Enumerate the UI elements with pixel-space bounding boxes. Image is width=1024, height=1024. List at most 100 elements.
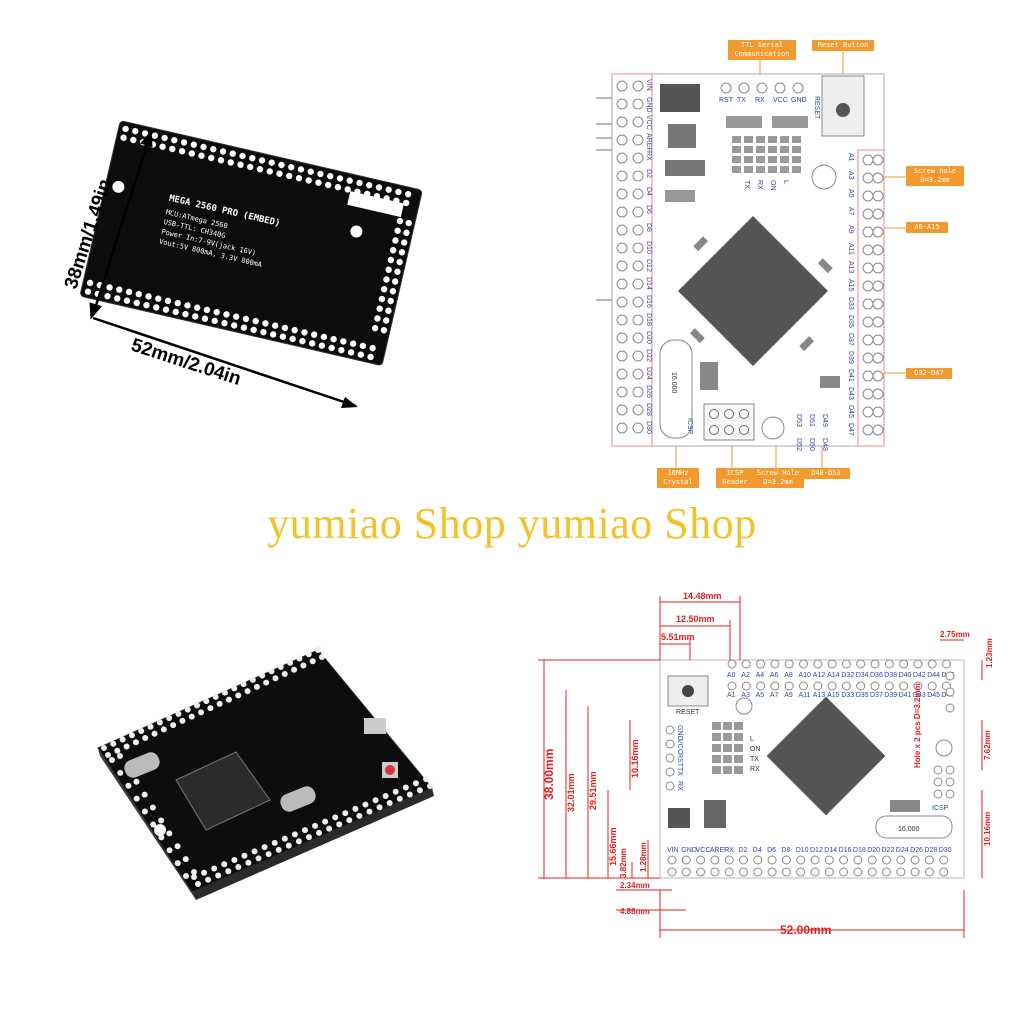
- dim-pin-label: D6: [767, 847, 776, 854]
- pin-label-right: A5: [847, 189, 854, 198]
- svg-text:ON: ON: [769, 180, 776, 191]
- pin-label-left: D14: [645, 277, 652, 290]
- dim-pin-label: D26: [910, 847, 923, 854]
- dim-side-label: VCC: [676, 739, 683, 754]
- pin-hole: [616, 314, 628, 326]
- pin-label-left: D28: [645, 403, 652, 416]
- pin-label-left: D24: [645, 367, 652, 380]
- pin-label-left: D22: [645, 349, 652, 362]
- dim-pin-label: VIN: [667, 847, 679, 854]
- dim-side-label: TX: [676, 767, 683, 776]
- pin-label-left: D10: [645, 241, 652, 254]
- dim-crystal: [875, 815, 953, 839]
- dim-pin-label: A8: [784, 672, 793, 679]
- pin-hole: [632, 206, 644, 218]
- header-pin: [792, 82, 804, 94]
- svg-text:D48: D48: [821, 438, 828, 451]
- dim-pin-label: D10: [796, 847, 809, 854]
- pin-hole: [632, 260, 644, 272]
- crystal: [659, 339, 693, 439]
- pin-hole: [632, 116, 644, 128]
- dim-pin-label: A2: [741, 672, 750, 679]
- pin-label-left: RX: [645, 151, 652, 161]
- pin-label-right: D47: [847, 423, 854, 436]
- dim-pin-label: D2: [739, 847, 748, 854]
- pin-label-right: D33: [847, 297, 854, 310]
- dim-pin-label: D44: [927, 672, 940, 679]
- dim-pin-label: A12: [813, 672, 826, 679]
- width-dim-line: [92, 316, 357, 408]
- dim-pin-label: GND: [681, 847, 697, 854]
- header-pin-label: TX: [737, 97, 746, 104]
- dim-pin-label: D41: [899, 692, 912, 699]
- pin-hole: [616, 350, 628, 362]
- callout-reset: Reset Button: [812, 40, 874, 51]
- dim-mcu: [766, 696, 886, 816]
- pin-hole: [616, 242, 628, 254]
- dim-pin-label: D22: [882, 847, 895, 854]
- pin-label-right: A1: [847, 153, 854, 162]
- pin-label-right: D37: [847, 333, 854, 346]
- dim-pin-label: A11: [799, 692, 811, 699]
- pin-hole: [632, 386, 644, 398]
- svg-text:10.16mm: 10.16mm: [983, 812, 992, 846]
- dim-pin-label: D30: [939, 847, 952, 854]
- svg-text:3.82mm: 3.82mm: [619, 848, 628, 878]
- dim-pin-label: D39: [884, 692, 897, 699]
- pin-label-left: D18: [645, 313, 652, 326]
- pin-hole: [632, 242, 644, 254]
- svg-text:D51: D51: [808, 414, 815, 427]
- pin-hole: [616, 296, 628, 308]
- dim-pin-label: D18: [853, 847, 866, 854]
- pin-hole: [616, 224, 628, 236]
- pin-label-left: D20: [645, 331, 652, 344]
- svg-text:1.23mm: 1.23mm: [985, 638, 994, 668]
- pin-hole: [632, 134, 644, 146]
- svg-text:ON: ON: [750, 746, 761, 753]
- svg-text:4.88mm: 4.88mm: [620, 907, 650, 916]
- pin-hole: [616, 80, 628, 92]
- svg-text:7.62mm: 7.62mm: [983, 730, 992, 760]
- pin-hole: [872, 208, 884, 220]
- pin-label-left: VIN: [645, 79, 652, 91]
- dim-pin-label: D42: [913, 672, 926, 679]
- pin-hole: [632, 350, 644, 362]
- pin-label-right: D39: [847, 351, 854, 364]
- usb-port: [364, 718, 386, 734]
- pin-hole: [632, 296, 644, 308]
- pin-hole: [872, 262, 884, 274]
- pin-label-left: D4: [645, 187, 652, 196]
- dim-pin-label: D28: [924, 847, 937, 854]
- pin-hole: [632, 368, 644, 380]
- pin-hole: [616, 98, 628, 110]
- pin-hole: [872, 406, 884, 418]
- svg-text:38.00mm: 38.00mm: [542, 749, 556, 800]
- svg-text:D53: D53: [795, 414, 802, 427]
- dim-side-label: RST: [676, 753, 683, 768]
- regulator: [660, 84, 700, 112]
- dim-pin-label: A5: [756, 692, 765, 699]
- pin-hole: [632, 152, 644, 164]
- callout-a0-a15: A0-A15: [906, 222, 948, 233]
- pin-label-left: VCC: [645, 115, 652, 130]
- dim-pin-label: D8: [781, 847, 790, 854]
- svg-text:12.50mm: 12.50mm: [676, 614, 715, 624]
- pin-label-right: A13: [847, 261, 854, 274]
- reset-label: RESET: [813, 96, 820, 120]
- header-pin: [774, 82, 786, 94]
- header-pin-label: VCC: [773, 97, 788, 104]
- dim-pin-label: D45: [927, 692, 940, 699]
- dim-pin-label: A7: [770, 692, 779, 699]
- svg-text:RX: RX: [756, 180, 763, 190]
- pin-hole: [616, 206, 628, 218]
- pin-label-right: A11: [847, 243, 854, 255]
- pin-hole: [632, 188, 644, 200]
- dim-pin-label: D35: [856, 692, 869, 699]
- icsp-label: ICSP: [686, 418, 693, 435]
- callout-screw-right: Screw hole D=3.2mm: [906, 166, 964, 186]
- pcb-back: [80, 120, 423, 366]
- pin-label-left: D12: [645, 259, 652, 272]
- svg-text:1.28mm: 1.28mm: [639, 842, 648, 872]
- pin-hole: [616, 278, 628, 290]
